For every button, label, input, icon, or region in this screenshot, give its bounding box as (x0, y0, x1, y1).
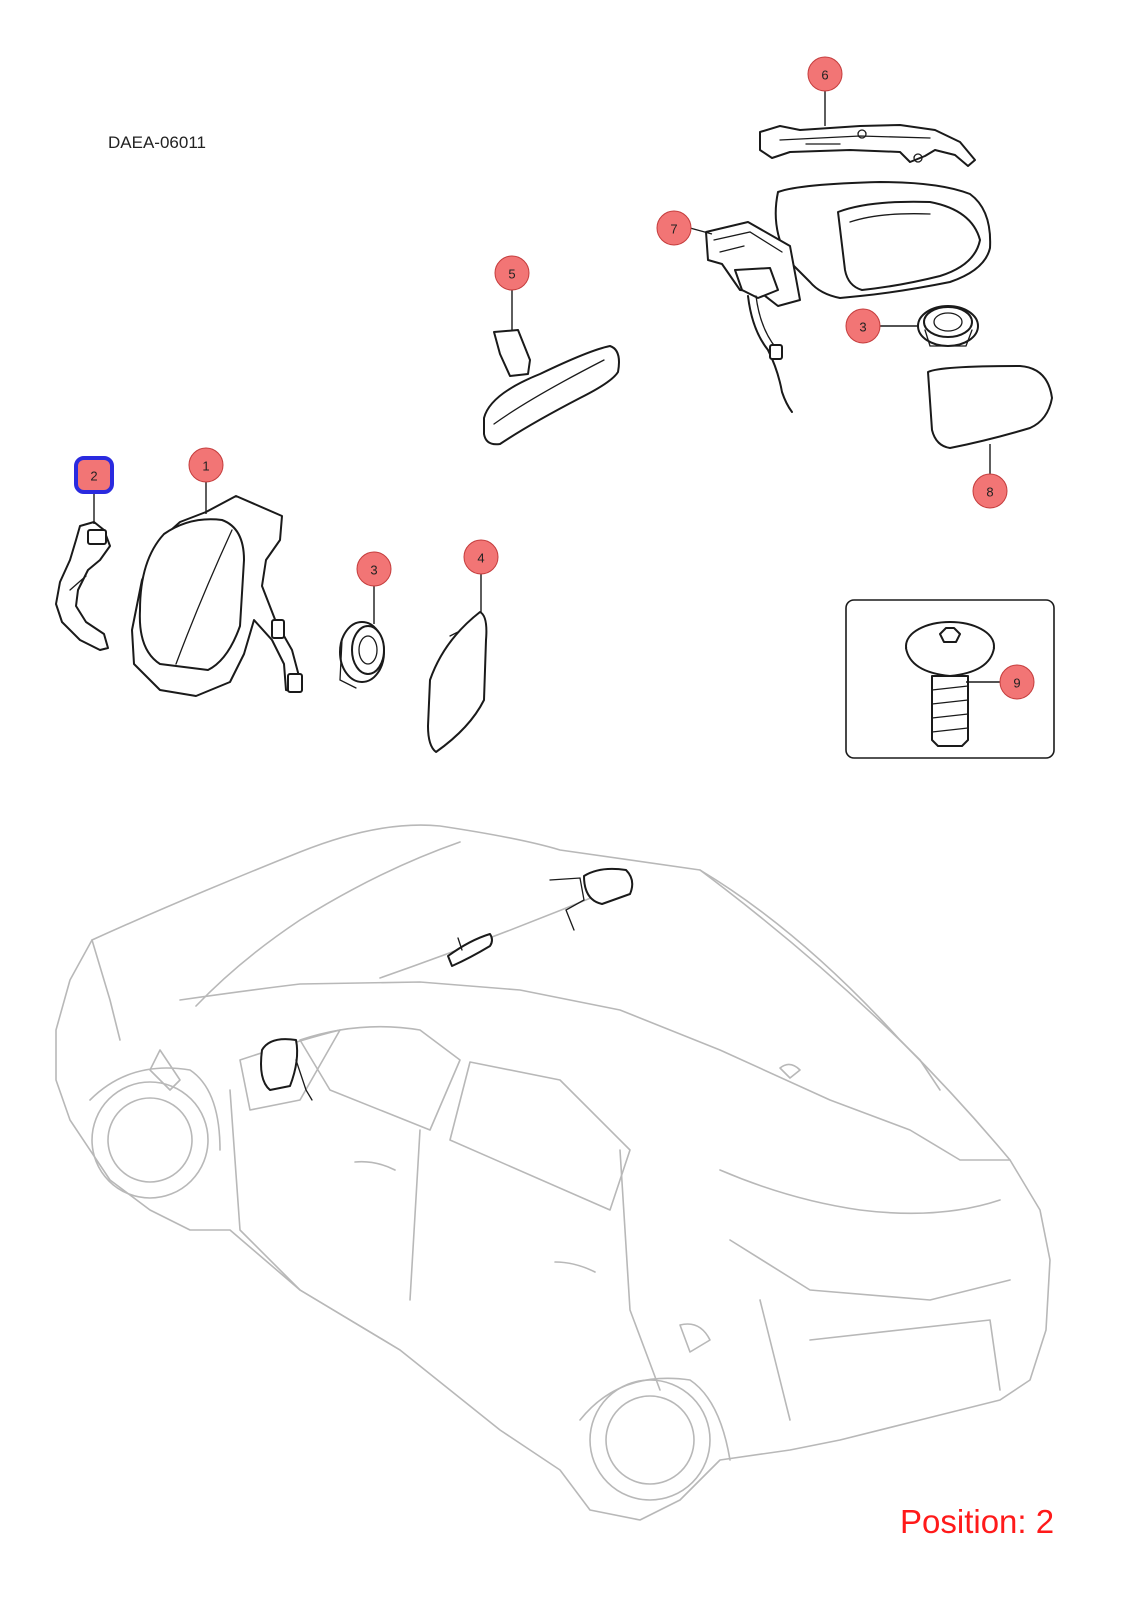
callout-3-right[interactable]: 3 (845, 308, 881, 344)
svg-text:4: 4 (477, 551, 484, 566)
callout-5[interactable]: 5 (494, 255, 530, 291)
callout-1[interactable]: 1 (188, 447, 224, 483)
mirror-cover-strip-left (55, 521, 111, 651)
callout-8[interactable]: 8 (972, 473, 1008, 509)
vehicle-outline (55, 824, 1051, 1521)
mirror-housing-right (774, 181, 992, 299)
vehicle-mirror-left-highlight (260, 1038, 313, 1101)
svg-text:2: 2 (90, 469, 97, 484)
callout-3-left[interactable]: 3 (356, 551, 392, 587)
svg-text:7: 7 (670, 222, 677, 237)
mirror-assembly-left (131, 495, 303, 697)
mirror-motor-right (917, 305, 979, 347)
svg-text:5: 5 (508, 267, 515, 282)
callout-6[interactable]: 6 (807, 56, 843, 92)
mirror-actuator-bracket (705, 221, 801, 413)
svg-text:9: 9 (1013, 676, 1020, 691)
callout-7[interactable]: 7 (656, 210, 692, 246)
callout-9[interactable]: 9 (999, 664, 1035, 700)
callout-4[interactable]: 4 (463, 539, 499, 575)
mirror-glass-left (427, 611, 488, 753)
position-label: Position: 2 (900, 1503, 1055, 1540)
svg-text:3: 3 (859, 320, 866, 335)
svg-text:8: 8 (986, 485, 993, 500)
mirror-motor-left (339, 621, 385, 689)
vehicle-interior-mirror-highlight (447, 933, 493, 967)
mirror-glass-right (927, 365, 1053, 449)
diagram-code: DAEA-06011 (108, 133, 206, 152)
svg-text:3: 3 (370, 563, 377, 578)
mirror-cover-strip (759, 124, 976, 167)
vehicle-mirror-right-highlight (549, 867, 634, 931)
svg-text:6: 6 (821, 68, 828, 83)
interior-rearview-mirror (483, 329, 620, 446)
svg-text:1: 1 (202, 459, 209, 474)
callout-2[interactable]: 2 (74, 456, 114, 494)
screw-detail-box (845, 599, 1055, 759)
